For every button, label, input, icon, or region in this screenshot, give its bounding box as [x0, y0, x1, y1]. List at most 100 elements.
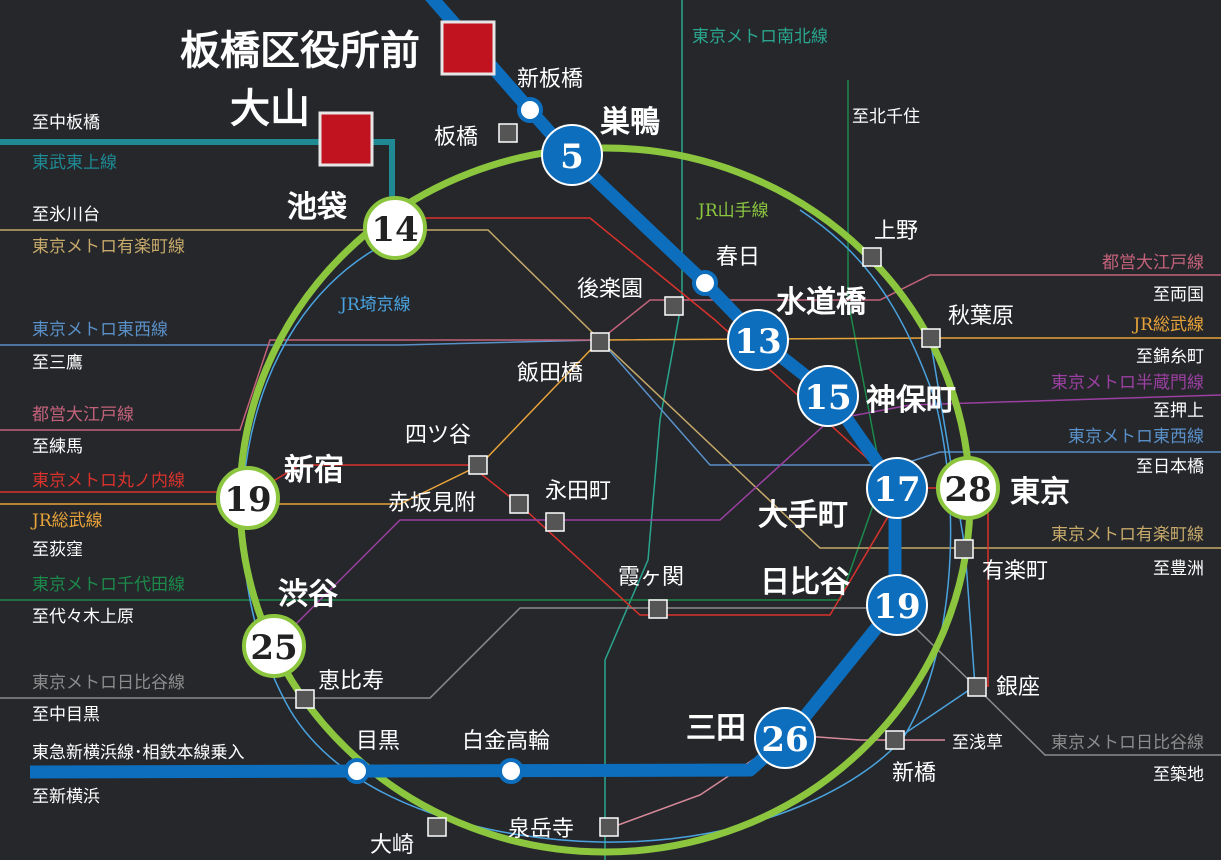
- right-dest-tsukiji: 至築地: [1153, 765, 1204, 785]
- station-marker-sengakuji: [599, 817, 619, 837]
- right-dest-kinshicho: 至錦糸町: [1136, 347, 1204, 367]
- right-dest-toyosu: 至豊洲: [1153, 559, 1204, 579]
- station-kasumigaseki: 霞ヶ関: [618, 565, 684, 590]
- station-marker-ginza: [967, 677, 987, 697]
- sobu-line: [0, 337, 1221, 505]
- mita-line: [29, 0, 902, 779]
- red-marker-oyama: [318, 111, 374, 167]
- station-marker-yotsuya: [468, 455, 488, 475]
- station-sugamo: 巣鴨: [600, 105, 660, 140]
- label-yamanote-line: JR山手線: [696, 201, 769, 221]
- station-otemachi: 大手町: [758, 498, 848, 533]
- station-marker-korakuen: [664, 296, 684, 316]
- right-line-tozai: 東京メトロ東西線: [1068, 427, 1204, 447]
- red-marker-itabashi: [440, 20, 496, 76]
- station-ikebukuro: 池袋: [287, 190, 347, 225]
- time-hibiya: 19: [873, 587, 920, 627]
- time-shibuya: 25: [250, 628, 297, 668]
- blue-time-circles: [541, 124, 928, 769]
- station-oyama: 大山: [230, 85, 310, 132]
- time-circle-sugamo: [541, 124, 603, 186]
- time-otemachi: 17: [873, 470, 920, 510]
- left-line-yurakucho: 東京メトロ有楽町線: [32, 237, 185, 257]
- station-marker-akasaka-mitsuke: [509, 494, 529, 514]
- right-line-hibiya: 東京メトロ日比谷線: [1051, 733, 1204, 753]
- station-yotsuya: 四ツ谷: [405, 423, 471, 448]
- left-line-tokyu-sotetsu: 東急新横浜線･相鉄本線乗入: [32, 743, 245, 763]
- station-marker-osaki: [427, 817, 447, 837]
- station-meguro: 目黒: [356, 729, 400, 754]
- marunouchi-line: [0, 464, 989, 687]
- station-sengakuji: 泉岳寺: [508, 817, 574, 842]
- station-nagatacho: 永田町: [545, 479, 611, 504]
- time-sugamo: 5: [560, 137, 584, 177]
- time-circle-tokyo: [936, 456, 1000, 520]
- station-marker-ueno: [862, 247, 882, 267]
- station-marker-akihabara: [921, 328, 941, 348]
- station-ueno: 上野: [874, 219, 918, 244]
- station-marker-kasuga: [692, 270, 718, 296]
- station-marker-shimbashi: [885, 730, 905, 750]
- left-dest-naka-meguro: 至中目黒: [32, 705, 100, 725]
- time-mita: 26: [761, 720, 808, 760]
- label-kita-senju: 至北千住: [852, 107, 920, 127]
- time-circle-shinjuku: [216, 466, 280, 530]
- left-line-tozai: 東京メトロ東西線: [32, 320, 168, 340]
- hibiya-line: [0, 607, 1221, 756]
- right-dest-ryogoku: 至両国: [1153, 285, 1204, 305]
- right-line-sobu: JR総武線: [1131, 315, 1204, 335]
- namboku-line: [604, 0, 683, 860]
- left-line-hibiya: 東京メトロ日比谷線: [32, 673, 185, 693]
- station-ebisu: 恵比寿: [318, 669, 384, 694]
- station-jimbocho: 神保町: [866, 383, 956, 418]
- station-kasuga: 春日: [716, 245, 760, 270]
- left-dest-nakaitabashi: 至中板橋: [32, 113, 100, 133]
- round-stations: [344, 97, 718, 784]
- station-suidobashi: 水道橋: [776, 285, 867, 320]
- station-hibiya: 日比谷: [760, 565, 850, 600]
- station-shinjuku: 新宿: [284, 453, 344, 488]
- station-itabashi-kuyakushomae: 板橋区役所前: [180, 27, 420, 74]
- left-dest-ogikubo: 至荻窪: [32, 540, 83, 560]
- label-saikyo-line: JR埼京線: [338, 295, 411, 315]
- station-iidabashi: 飯田橋: [517, 361, 583, 386]
- station-shirokane-takanawa: 白金高輪: [462, 729, 550, 754]
- white-time-circles: [216, 196, 1000, 678]
- left-dest-shin-yokohama: 至新横浜: [32, 787, 100, 807]
- left-dest-nerima: 至練馬: [32, 437, 83, 457]
- right-dest-oshiage: 至押上: [1153, 401, 1204, 421]
- right-dest-nihombashi: 至日本橋: [1136, 457, 1204, 477]
- station-mita: 三田: [686, 711, 746, 746]
- left-line-oedo: 都営大江戸線: [32, 405, 134, 425]
- right-line-oedo: 都営大江戸線: [1102, 253, 1204, 273]
- station-marker-shirokane-takanawa: [498, 758, 524, 784]
- time-circle-suidobashi: [727, 309, 789, 371]
- time-circle-mita: [754, 707, 816, 769]
- station-shin-itabashi: 新板橋: [517, 67, 583, 92]
- time-jimbocho: 15: [804, 378, 851, 418]
- station-marker-nagatacho: [545, 512, 565, 532]
- station-shimbashi: 新橋: [892, 761, 936, 786]
- tozai-line: [0, 339, 1221, 466]
- left-line-tobu-tojo: 東武東上線: [32, 153, 117, 173]
- station-akihabara: 秋葉原: [948, 304, 1014, 329]
- station-akasaka-mitsuke: 赤坂見附: [388, 491, 476, 516]
- station-yurakucho: 有楽町: [982, 559, 1048, 584]
- left-dest-hikawadai: 至氷川台: [32, 205, 100, 225]
- station-marker-ebisu: [295, 689, 315, 709]
- time-suidobashi: 13: [734, 322, 781, 362]
- time-circle-ikebukuro: [363, 196, 427, 260]
- right-line-yurakucho: 東京メトロ有楽町線: [1051, 525, 1204, 545]
- station-marker-yurakucho: [954, 539, 974, 559]
- left-line-chiyoda: 東京メトロ千代田線: [32, 575, 185, 595]
- minor-stations: [295, 123, 987, 837]
- left-dest-mitaka: 至三鷹: [32, 352, 83, 373]
- station-itabashi: 板橋: [434, 125, 478, 150]
- time-shinjuku: 19: [224, 480, 271, 520]
- time-ikebukuro: 14: [371, 210, 418, 250]
- time-circle-otemachi: [866, 457, 928, 519]
- time-tokyo: 28: [944, 470, 991, 510]
- station-korakuen: 後楽園: [577, 277, 643, 302]
- time-circle-hibiya: [866, 574, 928, 636]
